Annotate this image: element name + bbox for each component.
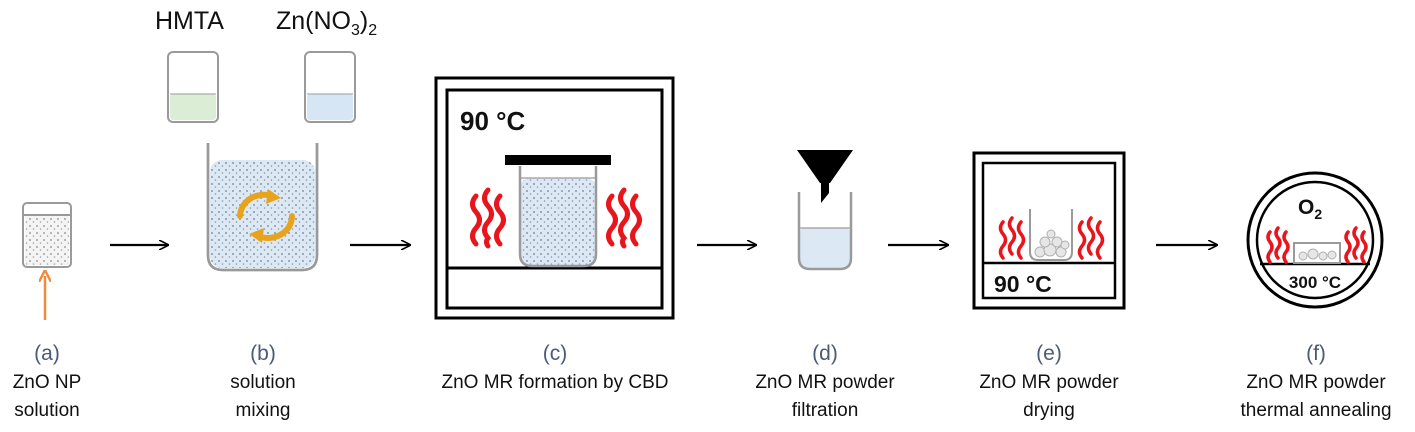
step-f-caption-line2: thermal annealing	[1240, 400, 1391, 421]
reagent-zinc-nitrate-label: Zn(NO3)2	[276, 7, 377, 39]
step-e-caption: (e) ZnO MR powder drying	[979, 342, 1119, 421]
step-a-caption: (a) ZnO NP solution	[13, 342, 82, 421]
drying-heat-waves-icon	[998, 216, 1105, 260]
stir-arrows-icon	[237, 189, 295, 243]
step-d-caption: (d) ZnO MR powder filtration	[755, 342, 895, 421]
step-a-vial	[22, 202, 72, 268]
annealing-temperature: 300 °C	[1289, 273, 1341, 292]
annealing-tray	[1293, 242, 1341, 264]
step-f-caption-line1: ZnO MR powder	[1246, 372, 1386, 393]
step-e-caption-line2: drying	[1023, 400, 1075, 421]
annealing-heat-waves-icon	[1266, 226, 1368, 264]
mixing-beaker	[206, 143, 319, 272]
annealing-atmosphere: O2	[1298, 196, 1322, 222]
filtration-beaker	[797, 192, 853, 271]
step-c-caption-line1: ZnO MR formation by CBD	[442, 372, 669, 393]
hmta-beaker	[167, 51, 219, 123]
step-c-caption: (c) ZnO MR formation by CBD	[442, 342, 669, 393]
drying-container	[1029, 209, 1073, 261]
zinc-nitrate-beaker	[304, 51, 356, 123]
step-a-letter: (a)	[34, 342, 60, 365]
heat-waves-icon	[470, 187, 642, 249]
step-a-caption-line1: ZnO NP	[13, 372, 82, 393]
step-e-caption-line1: ZnO MR powder	[979, 372, 1119, 393]
cbd-oven-temperature: 90 °C	[460, 106, 526, 136]
step-f-caption: (f) ZnO MR powder thermal annealing	[1240, 342, 1391, 421]
step-f-letter: (f)	[1306, 342, 1326, 365]
annealing-furnace	[1246, 171, 1384, 309]
step-b-letter: (b)	[250, 342, 276, 365]
reactor-vessel	[518, 166, 598, 268]
filter-funnel-icon	[797, 150, 853, 203]
step-b-caption-line2: mixing	[236, 400, 291, 421]
step-a-caption-line2: solution	[14, 400, 80, 421]
step-e-letter: (e)	[1036, 342, 1062, 365]
drying-oven-temperature: 90 °C	[994, 271, 1052, 297]
reactor-lid	[505, 155, 611, 165]
step-d-caption-line2: filtration	[792, 400, 859, 421]
step-b-caption-line1: solution	[230, 372, 296, 393]
step-c-letter: (c)	[543, 342, 568, 365]
step-d-caption-line1: ZnO MR powder	[755, 372, 895, 393]
step-d-letter: (d)	[812, 342, 838, 365]
reagent-hmta-label: HMTA	[155, 7, 224, 35]
step-b-caption: (b) solution mixing	[230, 342, 296, 421]
